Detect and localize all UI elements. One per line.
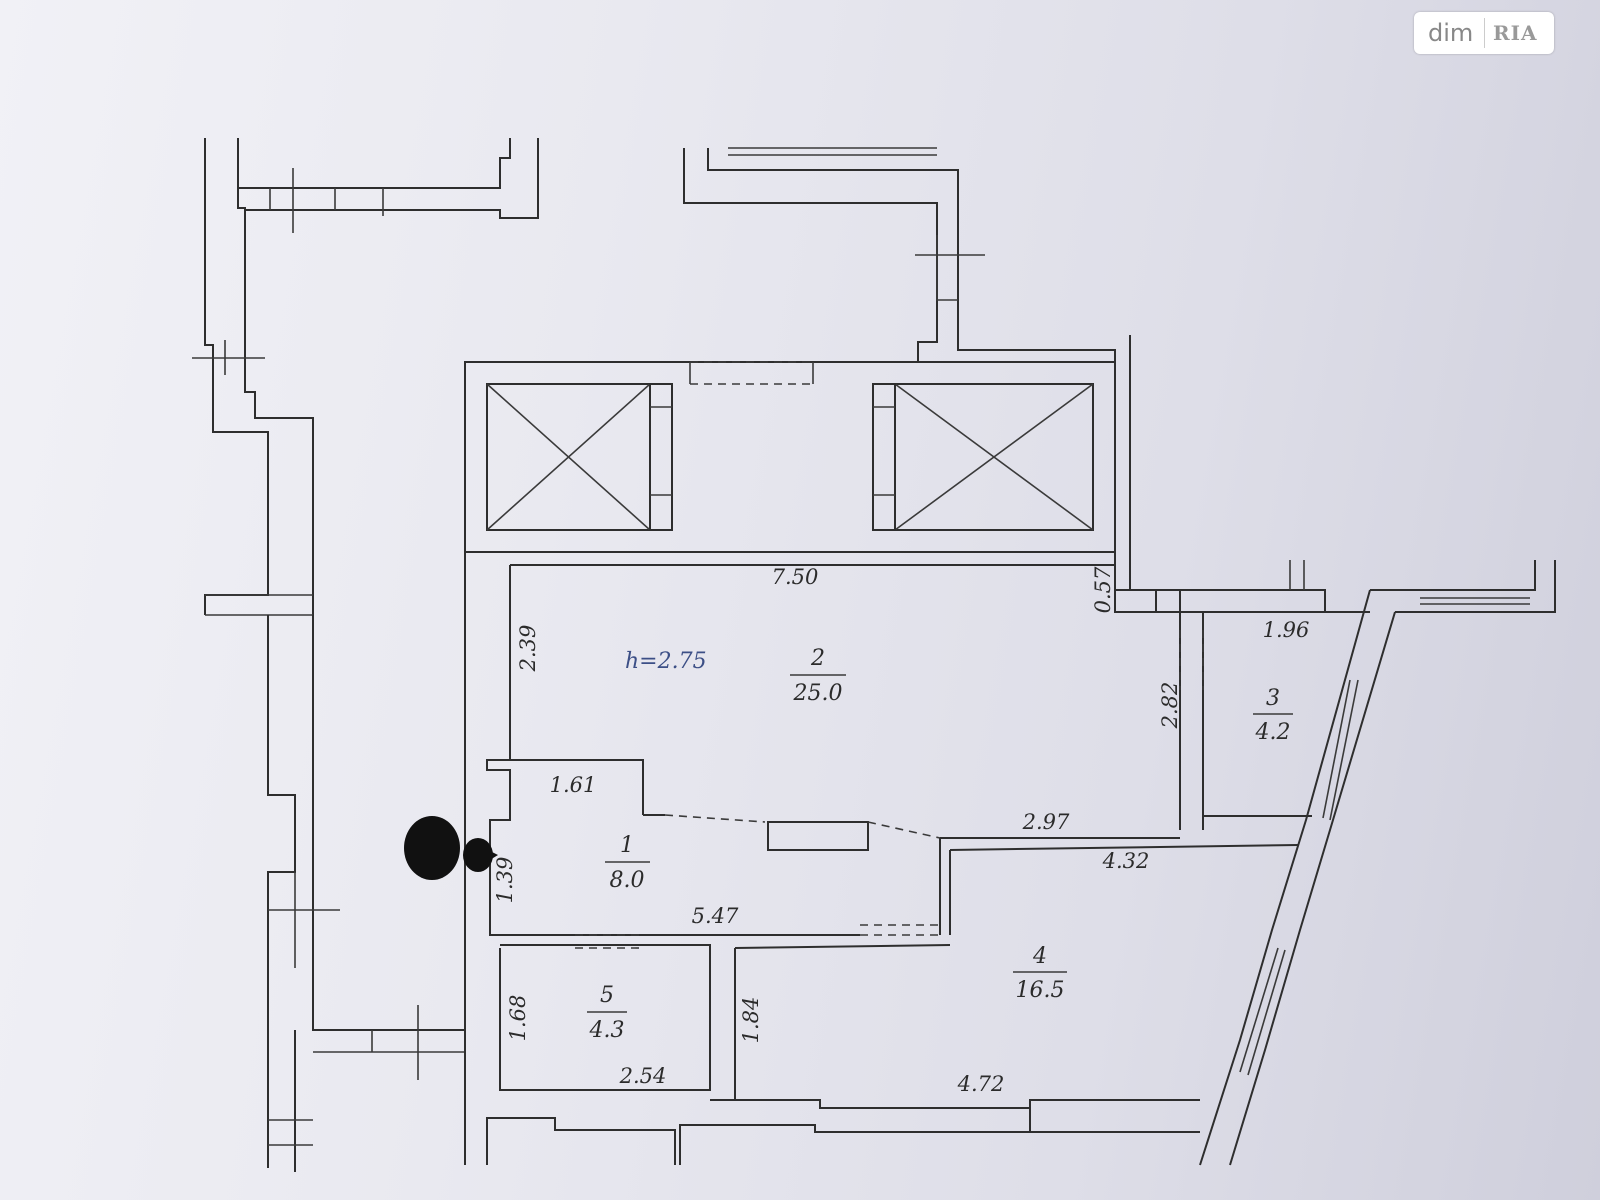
apartment-walls xyxy=(464,552,1556,1166)
room-5-number: 5 xyxy=(600,983,614,1008)
room-4-number: 4 xyxy=(1032,944,1047,969)
room-2-area: 25.0 xyxy=(793,681,843,706)
dimension-label: 2.82 xyxy=(1158,682,1182,730)
room-3-number: 3 xyxy=(1266,686,1280,711)
room-2-label: 2 25.0 xyxy=(790,646,846,706)
room-5-area: 4.3 xyxy=(589,1018,625,1043)
watermark-divider xyxy=(1484,18,1485,48)
dim-ria-watermark: dim RIA xyxy=(1414,12,1554,54)
dimension-label: 1.96 xyxy=(1263,618,1310,642)
room-5-label: 5 4.3 xyxy=(587,983,627,1043)
ria-logo-icon: RIA xyxy=(1493,21,1538,45)
room-1-area: 8.0 xyxy=(610,868,645,893)
dimension-label: 7.50 xyxy=(772,565,819,589)
room-4-label: 4 16.5 xyxy=(1013,944,1067,1003)
dimension-label: 1.84 xyxy=(739,997,763,1044)
watermark-brand: dim xyxy=(1428,19,1474,47)
ceiling-height-label: h=2.75 xyxy=(625,649,707,674)
room-3-label: 3 4.2 xyxy=(1253,686,1293,745)
dimension-label: 1.68 xyxy=(506,995,530,1042)
dimension-label: 5.47 xyxy=(692,904,739,928)
dimension-label: 2.54 xyxy=(619,1064,667,1088)
room-2-number: 2 xyxy=(810,646,825,671)
dimension-label: 1.61 xyxy=(550,773,597,797)
room-4-area: 16.5 xyxy=(1016,978,1065,1003)
room-3-area: 4.2 xyxy=(1255,720,1291,745)
entrance-marker xyxy=(404,816,498,880)
dimension-label: 4.72 xyxy=(957,1072,1005,1096)
dimension-label: 1.39 xyxy=(493,857,517,904)
dimension-label: 2.97 xyxy=(1022,810,1070,834)
dimension-label: 0.57 xyxy=(1091,566,1115,613)
dimension-label: 4.32 xyxy=(1102,849,1150,873)
room-1-label: 1 8.0 xyxy=(605,833,650,893)
room-1-number: 1 xyxy=(620,833,634,858)
dimension-label: 2.39 xyxy=(516,625,540,673)
elevator-block xyxy=(464,361,1116,553)
left-building-walls xyxy=(192,138,539,1172)
